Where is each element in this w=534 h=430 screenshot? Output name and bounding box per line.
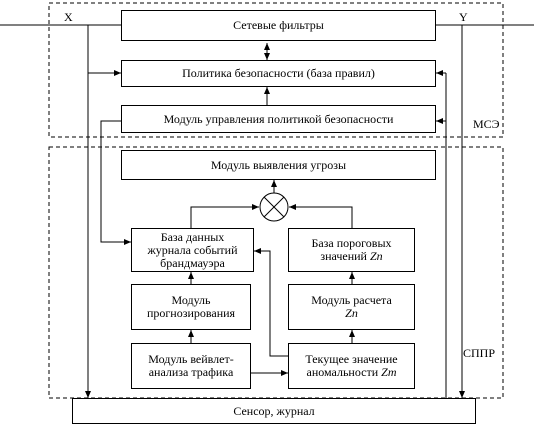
threshold-db-var: Zn (369, 249, 383, 263)
firewall-log-db-line-1: База данных (160, 229, 225, 244)
mse-label: МСЭ (473, 117, 500, 131)
threat-detection-block: Модуль выявления угрозы (121, 150, 436, 180)
firewall-log-db-line-3: брандмауэра (160, 255, 225, 270)
comparator-cross-2 (263, 196, 285, 218)
forecast-block: Модуль прогнозирования (131, 284, 251, 330)
sppr-zone (48, 146, 504, 399)
sensor-block: Сенсор, журнал (72, 398, 476, 424)
security-policy-label: Политика безопасности (база правил) (182, 66, 375, 80)
sensor-label: Сенсор, журнал (233, 403, 315, 418)
network-filters-label: Сетевые фильтры (233, 18, 324, 32)
forecast-line-2: прогнозирования (146, 306, 236, 320)
y-label: Y (459, 10, 468, 24)
policy-management-block: Модуль управления политикой безопасности (121, 105, 436, 133)
calc-module-line-1: Модуль расчета (311, 293, 392, 307)
current-to-db-arrow (254, 248, 288, 357)
calc-module-var: Zn (345, 306, 358, 320)
threat-detection-label: Модуль выявления угрозы (210, 157, 347, 172)
threshold-db-line-1: База пороговых (311, 236, 392, 250)
mgmt-to-db-line (100, 120, 131, 245)
firewall-log-db-line-2: журнала событий (147, 242, 238, 257)
threshold-db-line-2: значений (320, 249, 370, 263)
threshold-to-comparator-arrow (289, 204, 353, 228)
wavelet-line-2: анализа трафика (148, 365, 234, 379)
network-filters-block: Сетевые фильтры (121, 10, 436, 41)
current-value-line-2-wrap: аномальности Zт (307, 366, 397, 379)
wavelet-block: Модуль вейвлет- анализа трафика (131, 343, 251, 389)
threshold-db-line-2-wrap: значений Zn (320, 250, 382, 263)
db-to-comparator-arrow (190, 204, 259, 228)
threshold-db-block: База пороговых значений Zn (288, 228, 415, 272)
firewall-log-db-block: База данных журнала событий брандмауэра (131, 228, 254, 272)
current-value-line-2: аномальности (306, 365, 382, 379)
sppr-label: СППР (463, 346, 496, 360)
wavelet-line-1: Модуль вейвлет- (148, 352, 234, 366)
x-label: X (64, 10, 73, 24)
security-policy-block: Политика безопасности (база правил) (121, 60, 436, 87)
forecast-line-1: Модуль (171, 293, 211, 307)
mse-zone (48, 2, 504, 138)
current-value-var: Zт (381, 365, 397, 379)
current-value-line-1: Текущее значение (305, 352, 398, 366)
calc-module-block: Модуль расчета Zn (288, 284, 415, 330)
policy-management-label: Модуль управления политикой безопасности (163, 111, 394, 126)
current-value-block: Текущее значение аномальности Zт (288, 343, 415, 389)
